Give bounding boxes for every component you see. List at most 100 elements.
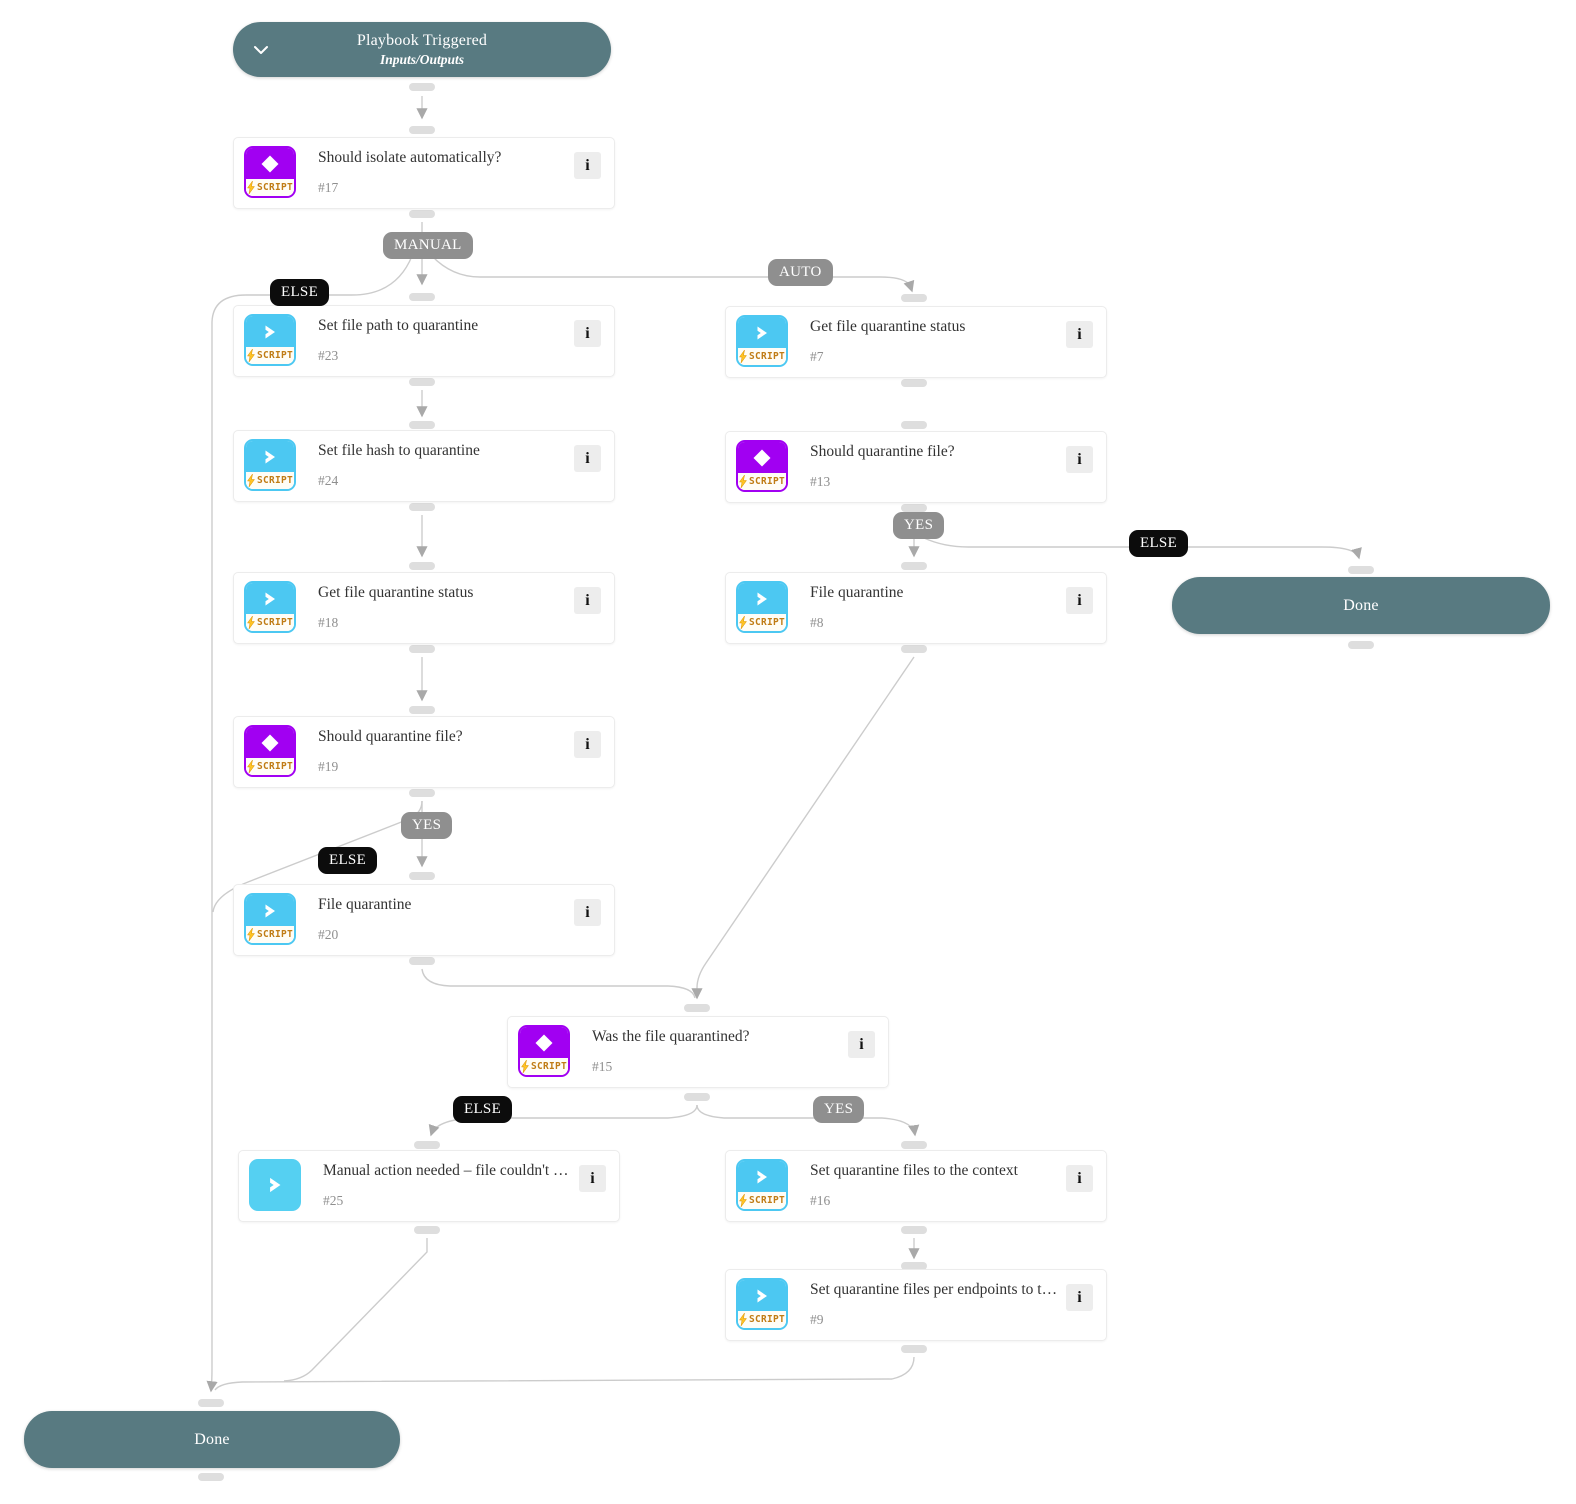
task-node-18[interactable]: SCRIPT Get file quarantine status #18 i [233, 572, 615, 644]
task-title: Set quarantine files to the context [810, 1162, 1018, 1179]
terminal-title: Done [1343, 596, 1379, 614]
task-title: Get file quarantine status [810, 318, 966, 335]
chevron-right-icon [757, 326, 767, 339]
task-node-23[interactable]: SCRIPT Set file path to quarantine #23 i [233, 305, 615, 377]
connector-stub [901, 504, 927, 512]
bolt-icon [520, 1060, 529, 1073]
info-icon[interactable]: i [574, 445, 601, 472]
bolt-icon [738, 475, 747, 488]
connector-stub [198, 1399, 224, 1407]
connector-stub [901, 1141, 927, 1149]
task-node-25[interactable]: Manual action needed – file couldn't … #… [238, 1150, 620, 1222]
branch-label-else: ELSE [453, 1096, 513, 1123]
script-badge: SCRIPT [256, 182, 294, 193]
task-title: File quarantine [810, 584, 904, 601]
condition-script-icon: SCRIPT [518, 1025, 570, 1077]
branch-label-manual: MANUAL [383, 232, 473, 259]
task-id: #18 [318, 615, 339, 630]
chevron-right-icon [757, 592, 767, 605]
branch-label-yes: YES [813, 1096, 865, 1123]
bolt-icon [246, 349, 255, 362]
info-icon[interactable]: i [574, 587, 601, 614]
connector-stub [409, 562, 435, 570]
bolt-icon [738, 350, 747, 363]
condition-script-icon: SCRIPT [244, 146, 296, 198]
task-node-9[interactable]: SCRIPT Set quarantine files per endpoint… [725, 1269, 1107, 1341]
task-title: Should isolate automatically? [318, 149, 502, 166]
chevron-right-icon [757, 1289, 767, 1302]
task-title: Set file hash to quarantine [318, 442, 480, 459]
connector-stub [409, 872, 435, 880]
chevron-right-icon [270, 1177, 281, 1193]
collapse-chevron-icon[interactable] [253, 44, 269, 56]
connector-stub [901, 1345, 927, 1353]
info-icon[interactable]: i [574, 899, 601, 926]
task-node-13[interactable]: SCRIPT Should quarantine file? #13 i [725, 431, 1107, 503]
automation-script-icon: SCRIPT [736, 315, 788, 367]
info-icon[interactable]: i [1066, 1165, 1093, 1192]
task-id: #25 [323, 1193, 344, 1208]
automation-script-icon: SCRIPT [244, 439, 296, 491]
chevron-right-icon [757, 1170, 767, 1183]
condition-script-icon: SCRIPT [736, 440, 788, 492]
diamond-icon [535, 1034, 553, 1051]
diamond-icon [261, 155, 279, 172]
connector-stub [409, 210, 435, 218]
info-icon[interactable]: i [1066, 587, 1093, 614]
branch-label-else: ELSE [270, 279, 330, 306]
chevron-right-icon [265, 325, 275, 338]
connector-stub [901, 645, 927, 653]
task-title: Set quarantine files per endpoints to t… [810, 1281, 1058, 1298]
branch-label-else: ELSE [318, 847, 378, 874]
info-icon[interactable]: i [1066, 1284, 1093, 1311]
bolt-icon [246, 474, 255, 487]
task-node-20[interactable]: SCRIPT File quarantine #20 i [233, 884, 615, 956]
info-icon[interactable]: i [1066, 321, 1093, 348]
script-badge: SCRIPT [256, 350, 294, 361]
connector-stub [409, 126, 435, 134]
task-node-15[interactable]: SCRIPT Was the file quarantined? #15 i [507, 1016, 889, 1088]
automation-script-icon: SCRIPT [244, 314, 296, 366]
diamond-icon [753, 449, 771, 466]
task-title: File quarantine [318, 896, 412, 913]
automation-script-icon: SCRIPT [244, 581, 296, 633]
bolt-icon [738, 1313, 747, 1326]
bolt-icon [246, 616, 255, 629]
connector-stub [409, 645, 435, 653]
script-badge: SCRIPT [256, 617, 294, 628]
connector-stub [901, 421, 927, 429]
info-icon[interactable]: i [579, 1165, 606, 1192]
branch-label-else: ELSE [1129, 530, 1189, 557]
info-icon[interactable]: i [574, 152, 601, 179]
task-node-17[interactable]: SCRIPT Should isolate automatically? #17… [233, 137, 615, 209]
script-badge: SCRIPT [748, 617, 786, 628]
done-terminal-right[interactable]: Done [1172, 577, 1550, 634]
playbook-triggered-terminal[interactable]: Playbook Triggered Inputs/Outputs [233, 22, 611, 77]
task-node-19[interactable]: SCRIPT Should quarantine file? #19 i [233, 716, 615, 788]
script-badge: SCRIPT [748, 1195, 786, 1206]
automation-script-icon: SCRIPT [736, 1278, 788, 1330]
terminal-title: Done [194, 1430, 230, 1448]
automation-script-icon: SCRIPT [736, 1159, 788, 1211]
task-id: #7 [810, 349, 824, 364]
info-icon[interactable]: i [574, 731, 601, 758]
done-terminal-bottom[interactable]: Done [24, 1411, 400, 1468]
task-node-8[interactable]: SCRIPT File quarantine #8 i [725, 572, 1107, 644]
bolt-icon [246, 181, 255, 194]
connector-stub [901, 294, 927, 302]
automation-script-icon: SCRIPT [736, 581, 788, 633]
task-node-16[interactable]: SCRIPT Set quarantine files to the conte… [725, 1150, 1107, 1222]
info-icon[interactable]: i [1066, 446, 1093, 473]
bolt-icon [246, 760, 255, 773]
info-icon[interactable]: i [848, 1031, 875, 1058]
script-badge: SCRIPT [748, 351, 786, 362]
task-title: Was the file quarantined? [592, 1028, 750, 1045]
info-icon[interactable]: i [574, 320, 601, 347]
task-title: Should quarantine file? [318, 728, 463, 745]
task-node-24[interactable]: SCRIPT Set file hash to quarantine #24 i [233, 430, 615, 502]
task-node-7[interactable]: SCRIPT Get file quarantine status #7 i [725, 306, 1107, 378]
connector-stub [901, 379, 927, 387]
bolt-icon [738, 616, 747, 629]
